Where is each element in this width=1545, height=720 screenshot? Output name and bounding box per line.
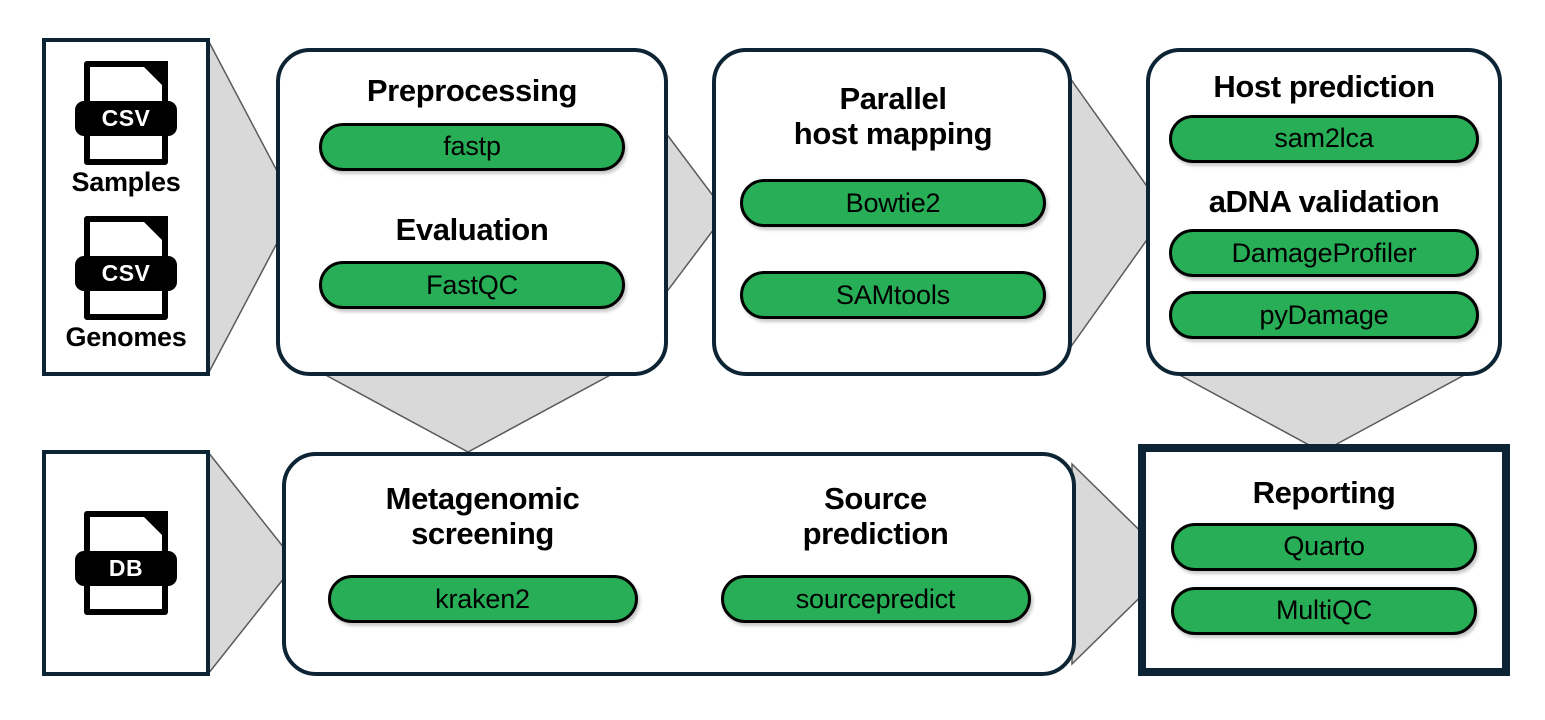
stage-title-line2: host mapping xyxy=(793,115,993,151)
csv-file-icon: CSV xyxy=(74,216,177,320)
tool-pill-kraken2[interactable]: kraken2 xyxy=(327,575,638,624)
stage-title-source-prediction: Source prediction xyxy=(802,481,949,551)
input-entry-samples: CSV Samples xyxy=(72,61,181,198)
stage-title-metagenomic-screening: Metagenomic screening xyxy=(385,481,580,551)
stage-column-source-prediction: Source prediction sourcepredict xyxy=(679,456,1072,672)
stage-box-host-mapping: Parallel host mapping Bowtie2 SAMtools xyxy=(712,48,1072,376)
file-format-label: DB xyxy=(108,554,144,581)
stage-title-reporting: Reporting xyxy=(1252,475,1396,510)
db-file-icon: DB xyxy=(75,511,177,615)
tool-pill-samtools[interactable]: SAMtools xyxy=(740,271,1046,320)
stage-box-metagenomic-source: Metagenomic screening kraken2 Source pre… xyxy=(282,452,1076,676)
stage-title-line1: Source xyxy=(824,481,927,516)
tool-pill-pydamage[interactable]: pyDamage xyxy=(1169,291,1479,340)
stage-title-preprocessing: Preprocessing xyxy=(366,73,578,108)
arrow-hostprediction-to-reporting xyxy=(1172,370,1472,454)
file-label-band: CSV xyxy=(75,100,177,136)
csv-file-icon: CSV xyxy=(75,61,177,165)
file-fold-corner xyxy=(138,61,168,91)
input-entry-database: DB xyxy=(75,511,177,615)
tool-pill-damageprofiler[interactable]: DamageProfiler xyxy=(1169,229,1479,278)
stage-title-line1: Parallel xyxy=(839,81,947,116)
file-format-label: CSV xyxy=(101,259,151,286)
tool-pill-fastqc[interactable]: FastQC xyxy=(319,261,625,310)
tool-pill-quarto[interactable]: Quarto xyxy=(1171,522,1477,571)
tool-pill-bowtie2[interactable]: Bowtie2 xyxy=(740,179,1046,228)
stage-box-preprocessing: Preprocessing fastp Evaluation FastQC xyxy=(276,48,668,376)
stage-column-metagenomic-screening: Metagenomic screening kraken2 xyxy=(286,456,679,672)
stage-box-reporting: Reporting Quarto MultiQC xyxy=(1138,444,1510,676)
stage-title-evaluation: Evaluation xyxy=(395,211,549,247)
file-format-label: CSV xyxy=(101,104,151,131)
input-box-database: DB xyxy=(42,450,210,676)
stage-box-host-prediction: Host prediction sam2lca aDNA validation … xyxy=(1146,48,1502,376)
stage-title-host-mapping: Parallel host mapping xyxy=(793,81,993,151)
stage-title-host-prediction: Host prediction xyxy=(1213,69,1435,104)
stage-title-line1: Metagenomic xyxy=(385,481,580,516)
stage-title-line2: prediction xyxy=(802,515,949,551)
arrow-preprocessing-to-screening xyxy=(318,370,618,454)
file-fold-corner xyxy=(137,216,168,246)
input-label-samples: Samples xyxy=(71,167,181,197)
stage-title-line2: screening xyxy=(411,515,554,551)
file-fold-corner xyxy=(138,511,168,541)
stage-title-adna-validation: aDNA validation xyxy=(1208,183,1440,219)
input-entry-genomes: CSV Genomes xyxy=(66,216,187,353)
file-label-band: CSV xyxy=(74,255,177,291)
input-box-samples-genomes: CSV Samples CSV Genomes xyxy=(42,38,210,376)
tool-pill-sourcepredict[interactable]: sourcepredict xyxy=(720,575,1031,624)
input-label-genomes: Genomes xyxy=(65,322,187,352)
tool-pill-fastp[interactable]: fastp xyxy=(319,122,625,171)
tool-pill-multiqc[interactable]: MultiQC xyxy=(1171,586,1477,635)
file-label-band: DB xyxy=(75,550,177,586)
tool-pill-sam2lca[interactable]: sam2lca xyxy=(1169,114,1479,163)
